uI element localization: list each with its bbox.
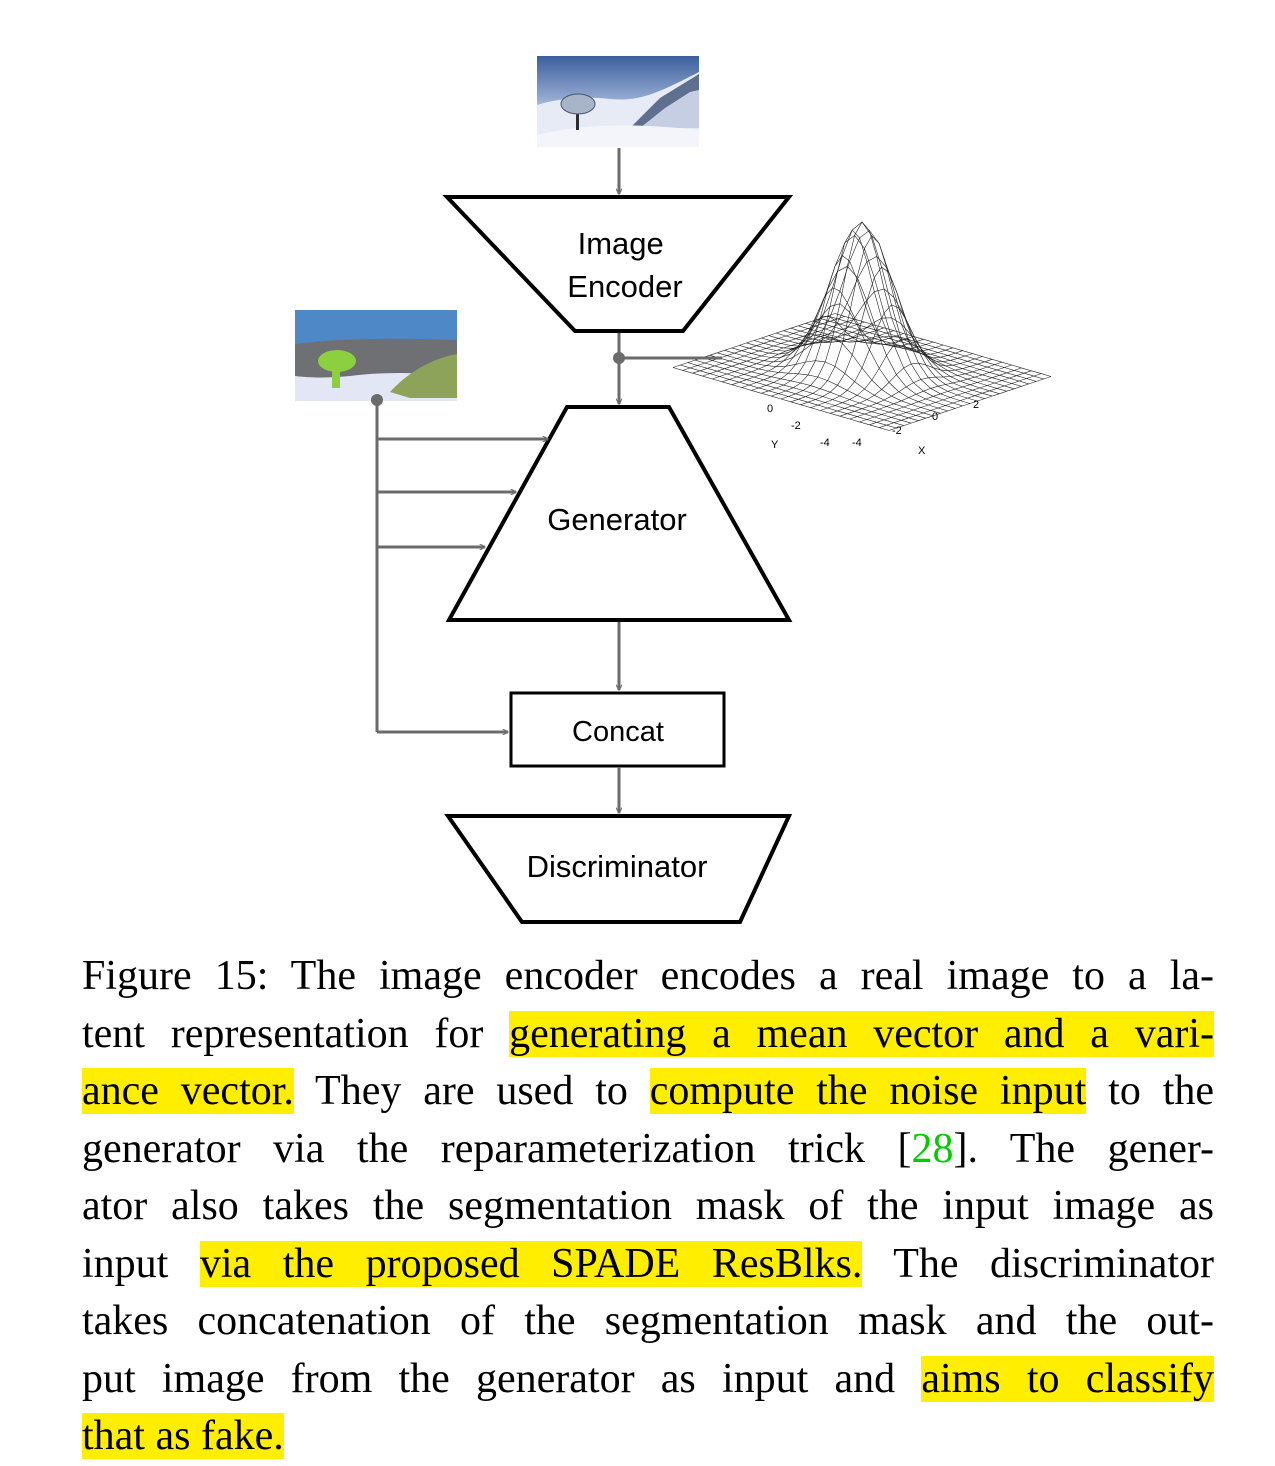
caption-text: The discriminator — [862, 1240, 1214, 1287]
gaussian-x-tick: -4 — [852, 437, 862, 449]
highlighted-phrase: compute the noise input — [649, 1068, 1087, 1114]
gaussian-y-tick: -4 — [820, 437, 830, 449]
noise-junction-dot — [613, 352, 625, 364]
gaussian-mesh-line — [717, 352, 934, 417]
caption-text: They are used to — [293, 1068, 650, 1114]
gaussian-mesh-line — [731, 303, 948, 412]
gaussian-mesh-line — [680, 364, 897, 429]
caption-line: ance vector. They are used to compute th… — [82, 1063, 1214, 1121]
input-photo — [537, 56, 699, 147]
gaussian-y-tick: -2 — [791, 420, 801, 432]
discriminator-node: Discriminator — [444, 814, 793, 924]
caption-text: generator via the reparameterization tri… — [82, 1125, 912, 1172]
gaussian-mesh-line — [746, 234, 963, 407]
gaussian-x-tick: 0 — [932, 411, 938, 423]
discriminator-label: Discriminator — [527, 849, 708, 884]
architecture-diagram: 0 -2 -4 Y -4 -2 0 2 X Image Encoder Gene… — [295, 56, 1052, 924]
gaussian-mesh-line — [830, 359, 993, 414]
gaussian-mesh-line — [879, 373, 1042, 428]
figure-caption: Figure 15: The image encoder encodes a r… — [82, 948, 1214, 1466]
gaussian-mesh-line — [761, 230, 978, 402]
caption-line: tent representation for generating a mea… — [82, 1006, 1214, 1064]
gaussian-x-label: X — [918, 445, 926, 457]
gaussian-mesh-line — [820, 338, 983, 411]
segmentation-mask — [295, 310, 457, 401]
gaussian-mesh-line — [888, 376, 1052, 431]
caption-text: put image from the generator as input an… — [82, 1355, 922, 1402]
gaussian-mesh-line — [741, 315, 904, 388]
gaussian-mesh-line — [724, 337, 941, 414]
concat-label: Concat — [572, 716, 664, 748]
gaussian-mesh-line — [709, 354, 926, 419]
caption-line: takes concatenation of the segmentation … — [82, 1293, 1214, 1351]
generator-label: Generator — [547, 502, 687, 537]
highlighted-phrase: via the proposed SPADE ResBlks. — [199, 1240, 863, 1287]
citation-link[interactable]: 28 — [911, 1125, 954, 1172]
gaussian-mesh-line — [849, 364, 1012, 420]
highlighted-phrase: that as fake. — [82, 1413, 284, 1459]
gaussian-mesh-line — [687, 362, 904, 426]
caption-text: takes concatenation of the segmentation … — [82, 1298, 1214, 1344]
caption-text: Figure 15: The image encoder encodes a r… — [82, 953, 1214, 999]
caption-line: ator also takes the segmentation mask of… — [82, 1178, 1214, 1236]
gaussian-mesh-line — [695, 359, 912, 424]
caption-text: ator also takes the segmentation mask of… — [82, 1183, 1214, 1229]
gaussian-mesh-line — [810, 304, 973, 408]
mask-junction-dot — [371, 394, 383, 406]
caption-line: that as fake. — [82, 1408, 1214, 1466]
caption-text: to the — [1086, 1068, 1214, 1114]
gaussian-mesh-line — [805, 323, 1022, 387]
gaussian-y-tick: 0 — [767, 403, 773, 415]
gaussian-mesh-line — [859, 367, 1022, 423]
gaussian-mesh-line — [869, 370, 1032, 426]
gaussian-mesh-line — [800, 266, 963, 405]
gaussian-plot: 0 -2 -4 Y -4 -2 0 2 X — [672, 221, 1052, 457]
gaussian-x-tick: -2 — [892, 425, 902, 437]
gaussian-mesh-line — [839, 361, 1002, 417]
gaussian-mesh-line — [790, 235, 953, 403]
gaussian-mesh-line — [672, 367, 890, 431]
caption-line: generator via the reparameterization tri… — [82, 1121, 1214, 1179]
image-encoder-label: Image Encoder — [567, 226, 682, 304]
highlighted-phrase: generating a mean vector and a vari- — [509, 1010, 1214, 1057]
gaussian-x-tick: 2 — [973, 399, 979, 411]
gaussian-mesh-line — [753, 221, 971, 404]
caption-line: input via the proposed SPADE ResBlks. Th… — [82, 1236, 1214, 1294]
gaussian-mesh-line — [761, 255, 924, 394]
caption-line: put image from the generator as input an… — [82, 1351, 1214, 1409]
gaussian-mesh-line — [702, 357, 919, 421]
gaussian-mesh-line — [780, 221, 944, 400]
image-encoder-node: Image Encoder — [442, 195, 794, 333]
highlighted-phrase: ance vector. — [82, 1068, 294, 1114]
caption-text: ]. The gener- — [953, 1125, 1214, 1172]
gaussian-mesh-line — [776, 288, 993, 397]
caption-text: input — [82, 1240, 200, 1287]
concat-node: Concat — [509, 691, 726, 768]
highlighted-phrase: aims to classify — [921, 1355, 1214, 1402]
gaussian-mesh-line — [739, 265, 956, 409]
caption-text: tent representation for — [82, 1010, 510, 1057]
gaussian-mesh-line — [722, 327, 885, 383]
generator-node: Generator — [445, 405, 793, 622]
caption-line: Figure 15: The image encoder encodes a r… — [82, 948, 1214, 1006]
gaussian-y-label: Y — [771, 439, 779, 451]
